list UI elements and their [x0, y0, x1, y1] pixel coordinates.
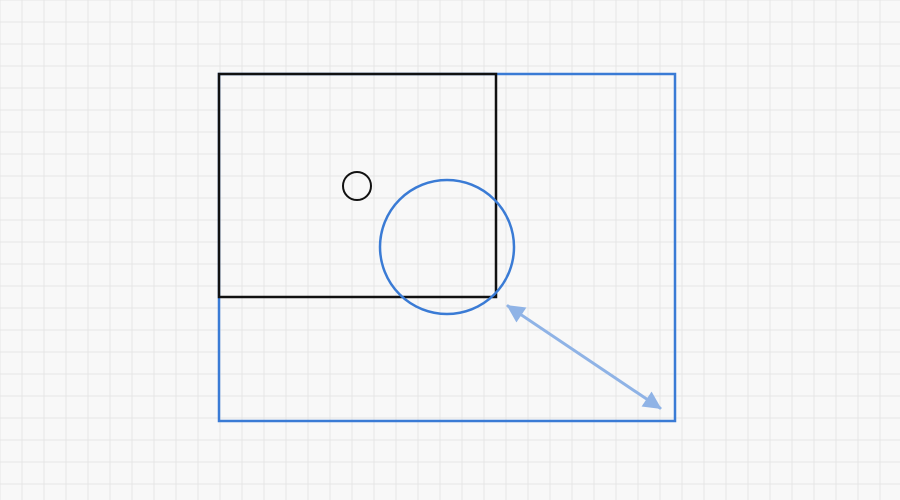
original-small-circle [342, 171, 372, 201]
scaled-circle [378, 178, 516, 316]
original-rectangle [217, 72, 498, 299]
scale-arrow [506, 304, 662, 410]
scaled-rectangle [217, 72, 677, 423]
